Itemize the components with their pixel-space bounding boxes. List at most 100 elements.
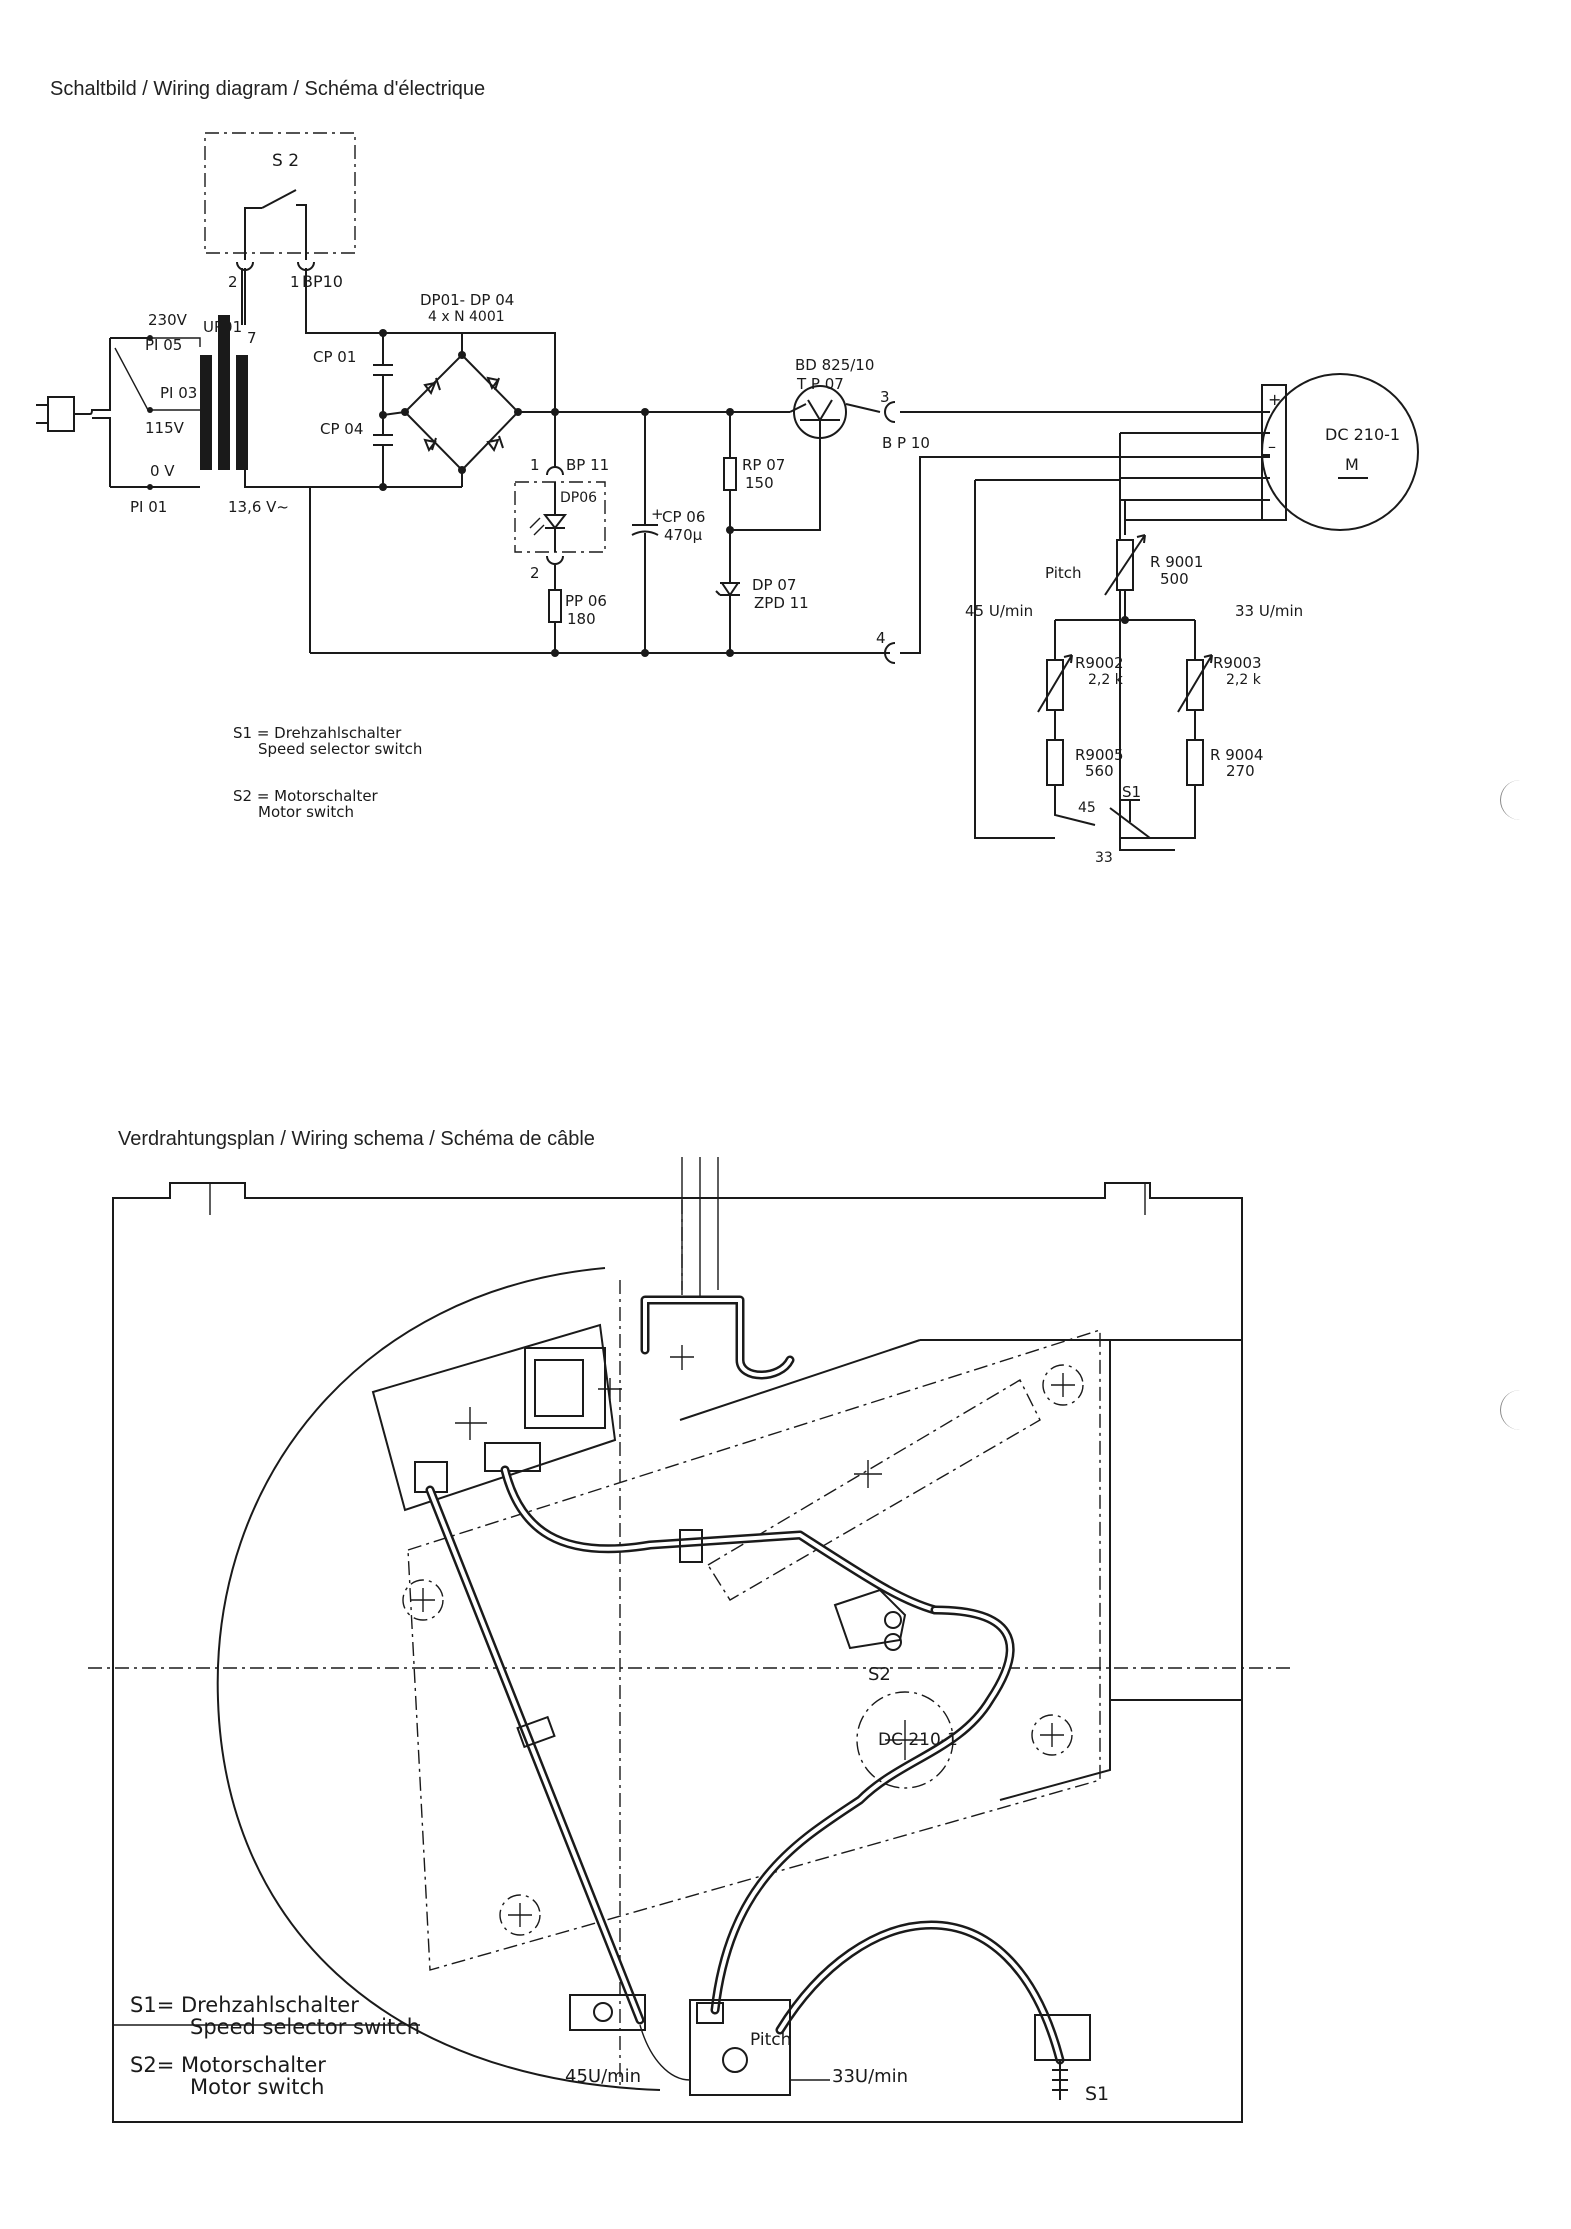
rp07-value: 150: [745, 474, 774, 492]
legend-s2-en: Motor switch: [258, 803, 354, 821]
bp11-pin1: 1: [530, 456, 540, 474]
s2-pivot: [884, 1633, 902, 1651]
mount-point: [1042, 1364, 1084, 1406]
tp07-leads: [789, 403, 881, 413]
electronics-board: [371, 1323, 617, 1512]
pi01-label: PI 01: [130, 498, 167, 516]
motor-label: DC 210-1: [878, 1730, 958, 1750]
cable-clip: [679, 1529, 703, 1563]
s1-actuator: [1120, 799, 1140, 822]
s2-wire: [244, 207, 262, 260]
cp06-capacitor: [631, 412, 659, 653]
secondary-voltage-label: 13,6 V~: [228, 498, 289, 516]
r9005-value: 560: [1085, 762, 1114, 780]
mount-cross: [598, 1378, 622, 1400]
node: [401, 408, 409, 416]
node: [379, 329, 387, 337]
dc-motor: [1261, 373, 1419, 531]
pp06-value: 180: [567, 610, 596, 628]
node: [458, 351, 466, 359]
tacho-return: [974, 479, 1120, 839]
pp06-label: PP 06: [565, 592, 607, 610]
bp11-label: BP 11: [566, 456, 609, 474]
cp01-capacitor: [373, 333, 393, 415]
cp06-value: 470μ: [664, 526, 703, 544]
mount-point: [499, 1894, 541, 1936]
s2-switch-box: [204, 132, 356, 254]
pi05-label: PI 05: [145, 336, 182, 354]
legend-s2-en: Motor switch: [190, 2075, 324, 2099]
speed-switch-socket: [569, 1994, 646, 2031]
pitch-pot-arrow: [1104, 534, 1146, 596]
s2-wire: [296, 204, 307, 260]
mount-cross: [411, 1588, 435, 1612]
voltage-selector-link: [114, 347, 149, 411]
transformer-core: [218, 315, 230, 470]
mount-cross: [670, 1345, 694, 1370]
motor-plus: +: [1268, 390, 1281, 409]
socket-screw: [593, 2002, 613, 2022]
wiring-heading: Verdrahtungsplan / Wiring schema / Schém…: [118, 1128, 595, 1150]
mount-cross: [854, 1460, 882, 1488]
node: [379, 483, 387, 491]
bp10-right-label: B P 10: [882, 434, 930, 452]
bp10-contact3: [884, 401, 896, 423]
dp07-type: ZPD 11: [754, 594, 809, 612]
cable-mains: [640, 1295, 795, 1380]
wire: [1119, 837, 1150, 850]
s2-contact: [261, 189, 297, 209]
pitch-pot: [722, 2047, 748, 2073]
node: [551, 649, 559, 657]
pi03-label: PI 03: [160, 384, 197, 402]
bd825-label: BD 825/10: [795, 356, 874, 374]
cp04-label: CP 04: [320, 420, 363, 438]
tp07-leads: [800, 399, 840, 438]
legend-s1-en: Speed selector switch: [258, 740, 422, 758]
r9005-label: R9005: [1075, 746, 1124, 764]
cable-clip: [516, 1715, 556, 1749]
mount-mark: [209, 1183, 1146, 1215]
cable-motor: [713, 1608, 1013, 2012]
bp10-pin1: 1: [290, 273, 300, 291]
mount-cross: [1051, 1373, 1075, 1397]
r9001-label: R 9001: [1150, 553, 1203, 571]
dp-type-label: 4 x N 4001: [428, 309, 505, 325]
mount-cross: [508, 1903, 532, 1927]
mains-cord: [36, 338, 111, 487]
wire: [1125, 454, 1270, 501]
led-light-arrows: [529, 517, 545, 536]
bp10-label: BP10: [302, 272, 343, 291]
legend-s2-de: S2 = Motorschalter: [233, 787, 379, 805]
bp11-pin2: 2: [530, 564, 540, 582]
tap-wire: [150, 337, 201, 488]
s1-speed-switch: [1034, 2014, 1091, 2061]
motor-center: [885, 1720, 925, 1760]
s1-spring: [1052, 2060, 1068, 2100]
chassis-panel: [999, 1699, 1242, 1801]
secondary-wire: [241, 268, 310, 488]
u45-label: 45U/min: [565, 2066, 641, 2087]
diode-dp03: [423, 437, 437, 453]
bp10-contact4: [884, 642, 896, 664]
tap-node: [147, 484, 153, 490]
r9001-value: 500: [1160, 570, 1189, 588]
v230-label: 230V: [148, 311, 188, 329]
transformer-secondary-coil: [236, 355, 248, 470]
transformer-primary-coil: [200, 355, 212, 470]
trimmer-arrow: [1177, 654, 1213, 713]
wire: [1054, 710, 1196, 740]
s2-motor-switch: [833, 1588, 907, 1650]
node: [641, 649, 649, 657]
motor-label: DC 210-1: [1325, 425, 1400, 444]
s2-label: S2: [868, 1664, 891, 1685]
legend-s1-en: Speed selector switch: [190, 2015, 420, 2039]
bp10-pin4: 4: [876, 629, 886, 647]
legend-s1-de: S1= Drehzahlschalter: [130, 1993, 359, 2017]
dp06-label: DP06: [560, 490, 597, 506]
cp01-label: CP 01: [313, 348, 356, 366]
v115-label: 115V: [145, 419, 185, 437]
tonearm-board-outline: [407, 1329, 1101, 1971]
